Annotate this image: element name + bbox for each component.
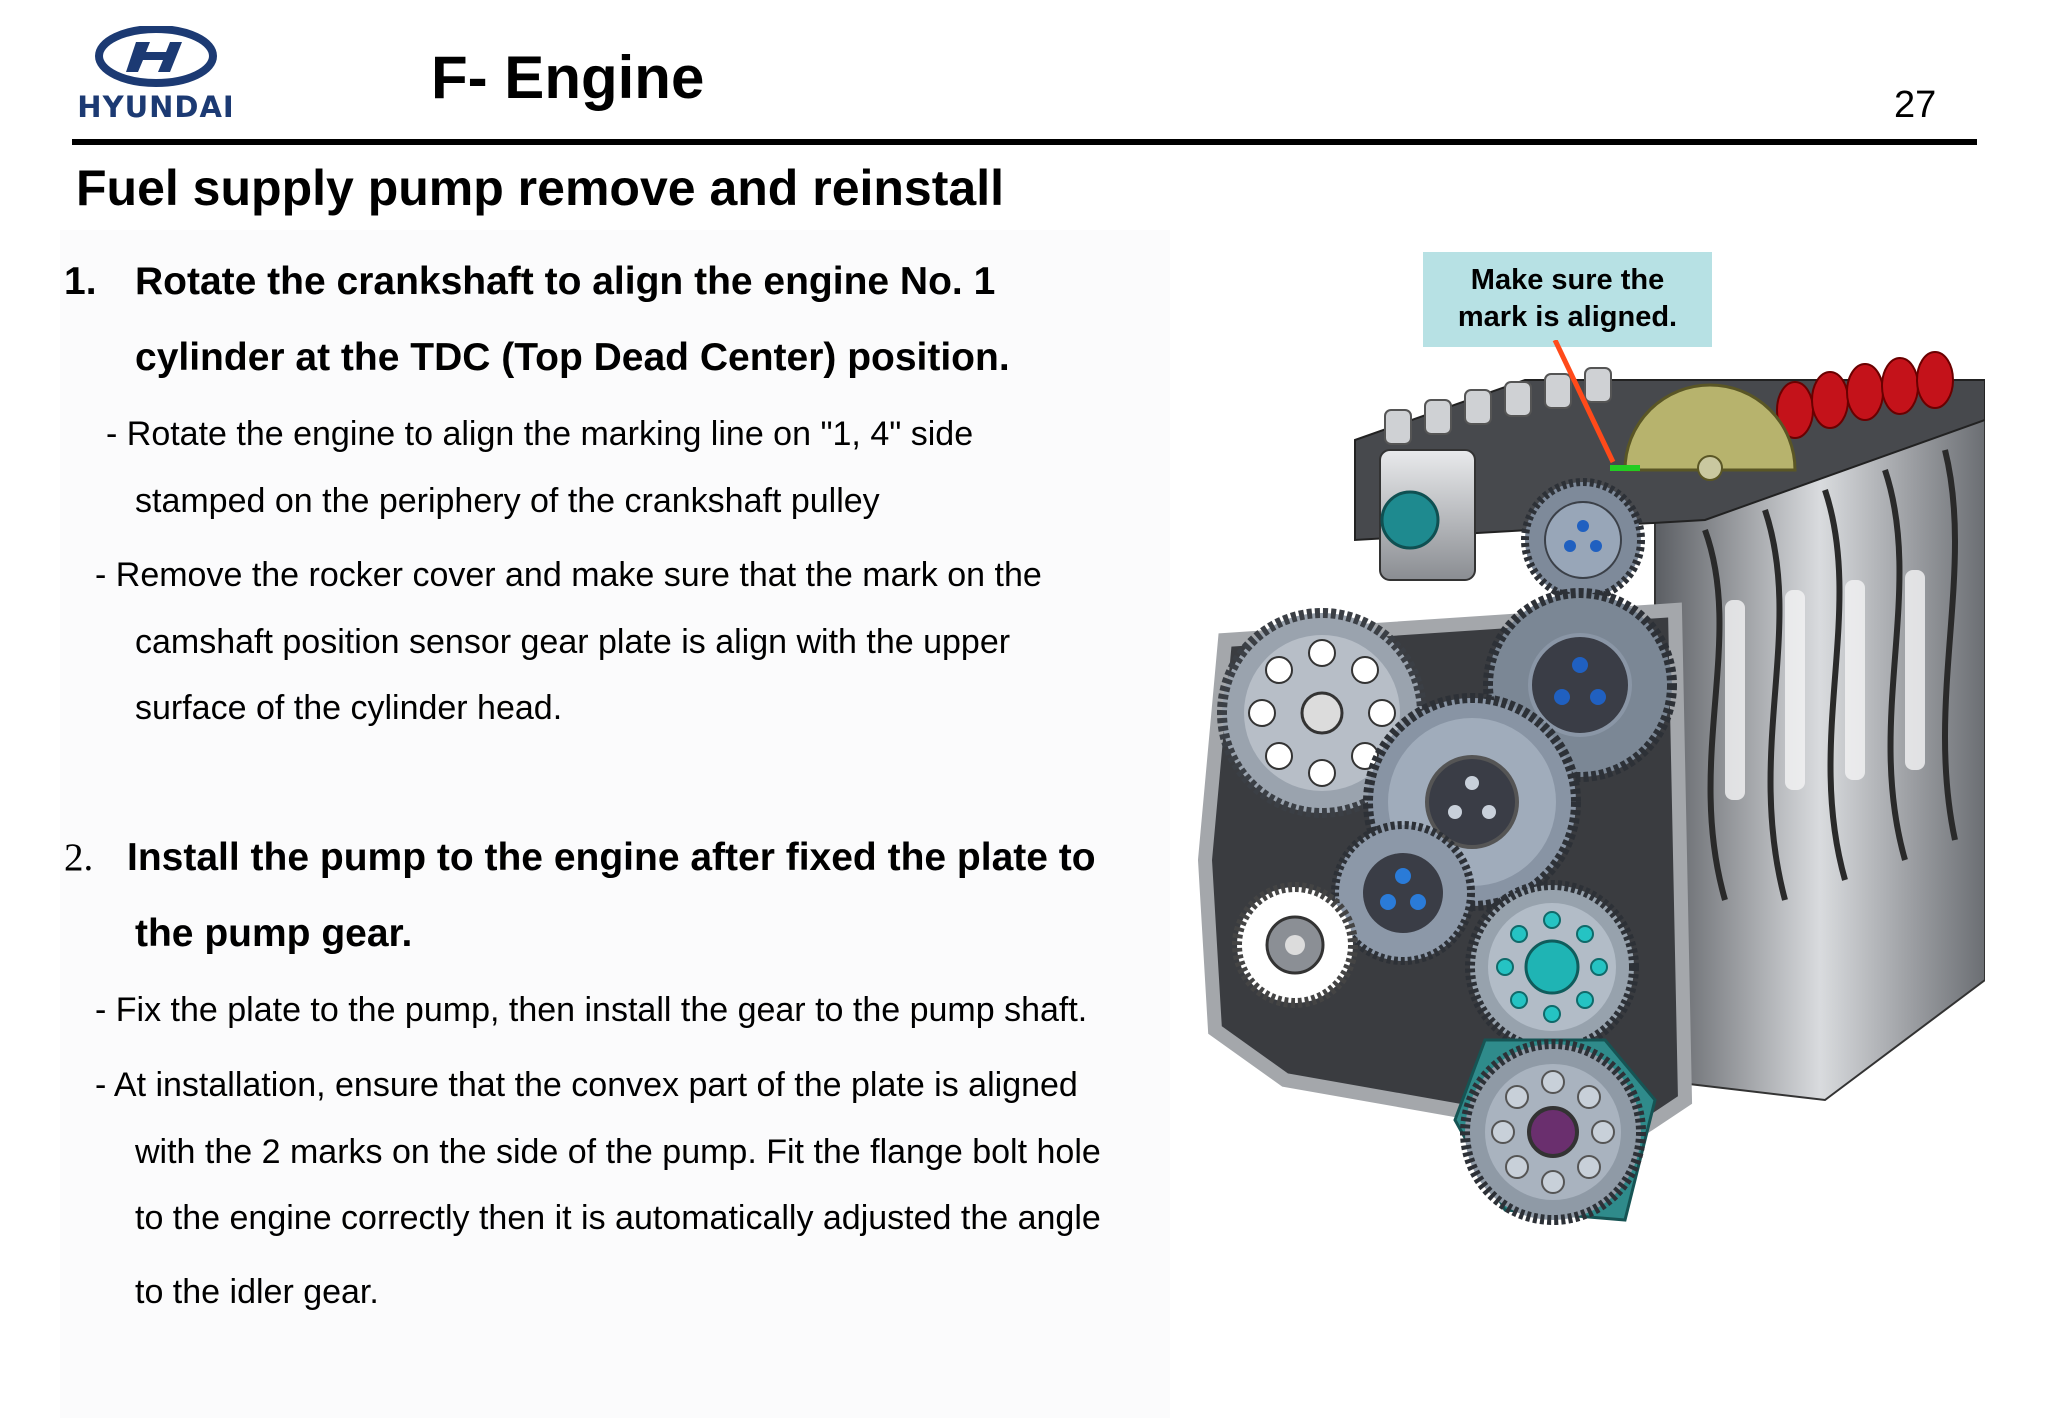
header-divider (72, 139, 1977, 145)
step2-bullet2-line2: with the 2 marks on the side of the pump… (135, 1133, 1101, 1171)
upper-cam-gear (1521, 478, 1645, 602)
callout-arrow (1552, 340, 1616, 464)
instructions-panel (60, 230, 1170, 1418)
step1-bullet2-line2: camshaft position sensor gear plate is a… (135, 623, 1011, 661)
callout-line2: mark is aligned. (1457, 301, 1678, 333)
step1-heading-line2: cylinder at the TDC (Top Dead Center) po… (135, 336, 1010, 379)
step1-bullet1-line1: - Rotate the engine to align the marking… (106, 415, 974, 453)
crank-gear (1331, 821, 1475, 965)
hyundai-logo: HYUNDAI (66, 26, 246, 126)
engine-block (1654, 378, 1985, 1102)
step2-heading-line2: the pump gear. (135, 912, 413, 955)
cam-position-sensor-plate (1623, 383, 1797, 472)
step1-bullet2-line1: - Remove the rocker cover and make sure … (95, 556, 1042, 594)
tensioner-pulley (1232, 882, 1358, 1008)
brand-wordmark: HYUNDAI (77, 90, 235, 124)
step1-heading-line1: Rotate the crankshaft to align the engin… (135, 260, 996, 303)
step1-bullet1-line2: stamped on the periphery of the cranksha… (135, 482, 880, 520)
step2-bullet2-line4: to the idler gear. (135, 1273, 379, 1311)
step2-heading-line1: Install the pump to the engine after fix… (127, 836, 1096, 879)
oil-pump-gear (1465, 880, 1639, 1054)
hyundai-emblem-icon (95, 26, 217, 87)
step1-number: 1. (64, 260, 97, 303)
step2-number: 2. (64, 836, 94, 879)
step2-bullet2-line1: - At installation, ensure that the conve… (95, 1066, 1078, 1104)
engine-gear-train-illustration (1197, 340, 1985, 1225)
callout-line1: Make sure the (1470, 264, 1665, 296)
slide-subtitle: Fuel supply pump remove and reinstall (76, 160, 1004, 216)
step2-bullet1-line1: - Fix the plate to the pump, then instal… (95, 991, 1088, 1029)
step2-bullet2-line3: to the engine correctly then it is autom… (135, 1199, 1101, 1237)
page-title: F- Engine (431, 44, 705, 111)
cylinder-head (1354, 351, 1985, 542)
fuel-pump-gear (1460, 1039, 1646, 1225)
step1-bullet2-line3: surface of the cylinder head. (135, 689, 563, 727)
intake-port (1379, 449, 1476, 581)
alignment-callout: Make sure the mark is aligned. (1423, 252, 1712, 347)
page-number: 27 (1894, 84, 1937, 126)
